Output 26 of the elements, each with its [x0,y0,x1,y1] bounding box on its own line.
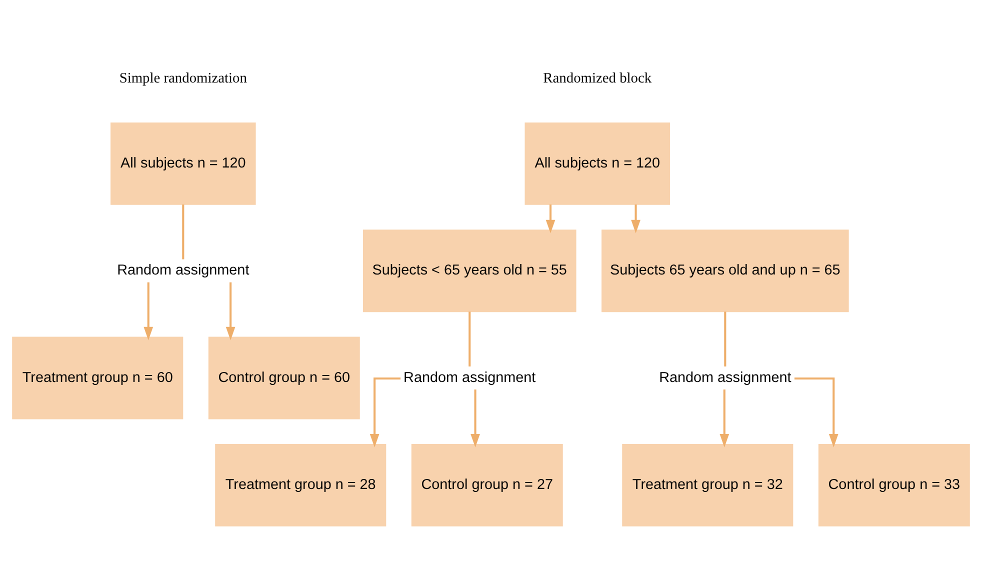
node-text: Random assignment [117,262,250,279]
node-text: Random assignment [659,370,792,386]
arrow [631,204,640,234]
arrow [144,282,154,340]
node-box: Treatment group n = 32 [622,444,794,526]
connector [468,312,471,366]
node-box: All subjects n = 120 [524,122,670,205]
label: Randomized block [543,70,652,86]
node-box: Subjects < 65 years old n = 55 [362,230,576,312]
arrow [226,282,236,340]
arrow [470,389,480,448]
node-box: Control group n = 27 [411,444,563,526]
node-box: Control group n = 60 [208,336,360,420]
node-text: Random assignment [404,370,536,386]
node-box: Treatment group n = 28 [215,444,386,526]
node-box: Subjects 65 years old and up n = 65 [602,230,849,312]
arrow [546,204,556,234]
label: Simple randomization [119,70,247,86]
arrow [794,378,838,448]
arrow [370,378,401,448]
node-box: Treatment group n = 60 [12,336,184,420]
node-box: Control group n = 33 [818,444,970,526]
connector [182,204,184,260]
connector [724,312,726,366]
node-box: All subjects n = 120 [110,122,256,205]
arrow [720,389,730,448]
